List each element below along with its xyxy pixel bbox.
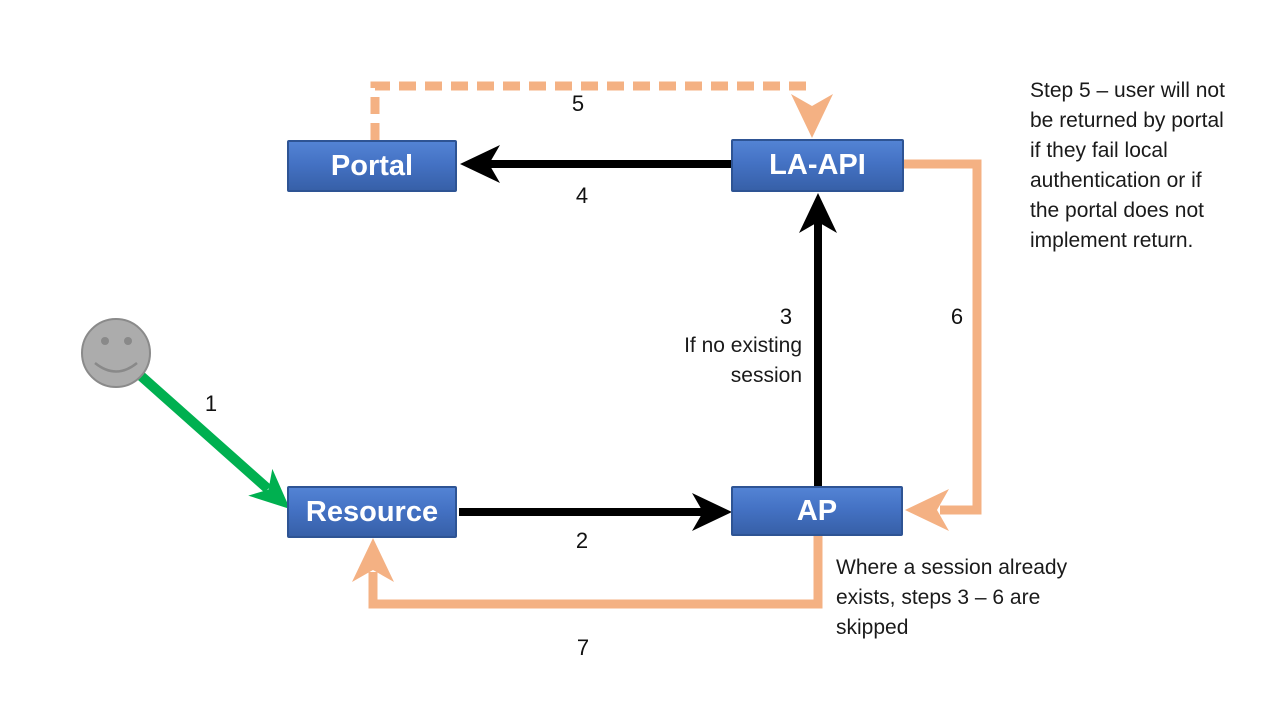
step-label-4: 4 [575,183,589,208]
node-portal-label: Portal [330,149,414,182]
arrow-step-3 [799,193,837,487]
arrow-step-2 [459,493,732,531]
node-la-api: LA-API [731,139,904,192]
annotation-session-exists-note: Where a session already exists, steps 3 … [836,556,1068,639]
step-label-2: 2 [575,528,589,553]
node-resource: Resource [287,486,457,538]
step-label-7: 7 [576,635,590,660]
arrow-step-7 [352,536,823,609]
arrow-step-6 [904,159,982,531]
node-portal: Portal [287,140,457,192]
node-ap-label: AP [796,494,838,527]
arrow-step-4 [460,145,731,183]
step-label-1: 1 [204,391,218,416]
annotation-step5-note: Step 5 – user will not be returned by po… [1030,79,1225,252]
step-label-5: 5 [571,91,585,116]
step-label-6: 6 [950,304,964,329]
arrow-step-1 [137,372,290,509]
node-resource-label: Resource [305,495,439,528]
step-label-3: 3 [779,304,793,329]
node-la-api-label: LA-API [769,149,866,181]
smiley-face-icon [81,318,151,388]
annotation-no-existing-session: If no existing session [684,334,802,387]
arrow-step-5 [370,81,833,140]
node-ap: AP [731,486,903,536]
